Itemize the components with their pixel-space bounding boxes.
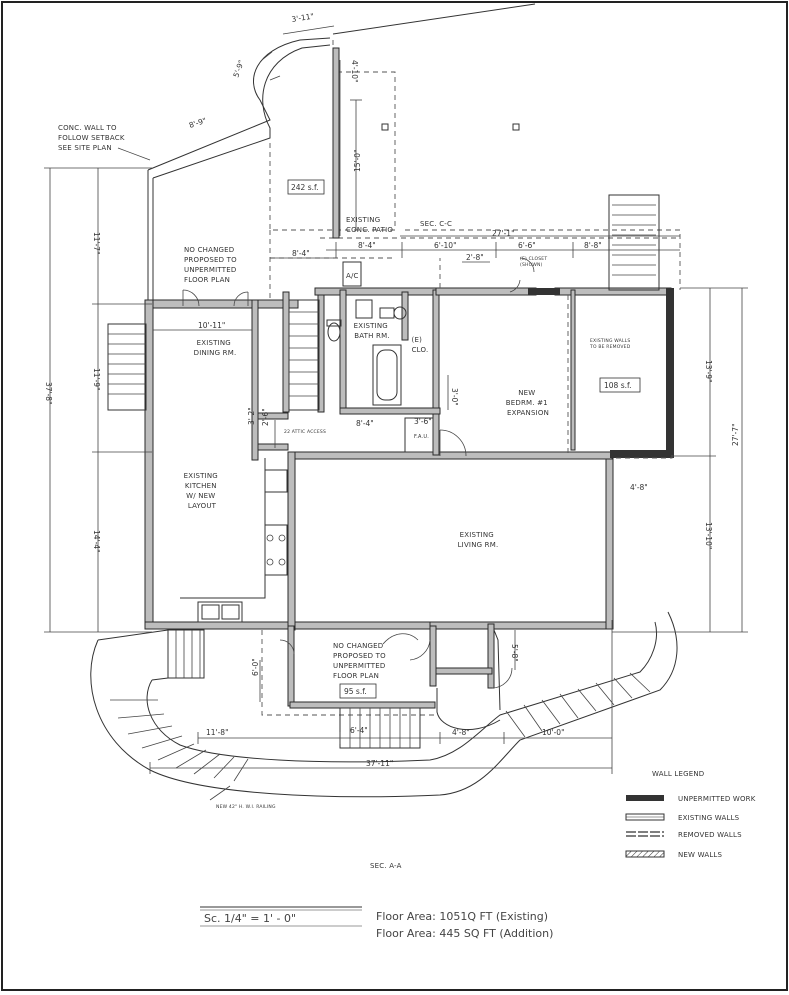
scale-label: Sc. 1/4" = 1' - 0" <box>204 912 296 925</box>
patio-area: 242 s.f. <box>291 183 318 192</box>
legend-existing: EXISTING WALLS <box>678 814 740 822</box>
dim-10-11: 10'-11" <box>198 321 225 330</box>
no-change-top-note: NO CHANGED PROPOSED TO UNPERMITTED FLOOR… <box>184 246 239 284</box>
dim-3-11: 3'-11" <box>291 12 315 24</box>
legend-swatch-unpermitted <box>626 795 664 801</box>
walls-removed-note: EXISTING WALLS TO BE REMOVED <box>589 338 632 350</box>
stairs-left <box>107 323 147 411</box>
living-room-label: EXISTING LIVING RM. <box>458 531 499 549</box>
closet-label: (E) CLO. <box>412 336 429 354</box>
dining-room-label: EXISTING DINING RM. <box>194 339 237 357</box>
conc-wall-leader <box>117 147 151 161</box>
wall-legend: WALL LEGEND UNPERMITTED WORK EXISTING WA… <box>625 770 756 859</box>
floor-area-existing: Floor Area: 1051Q FT (Existing) <box>376 910 548 923</box>
dim-6-0: 6'-0" <box>251 658 260 676</box>
bedroom-label: NEW BEDRM. #1 EXPANSION <box>506 389 551 417</box>
dim-14-4: 14'-4" <box>92 530 101 553</box>
attic-access-note: 22 ATTIC ACCESS <box>284 429 326 435</box>
dim-15-0: 15'-0" <box>353 149 362 172</box>
property-line <box>332 3 536 35</box>
dim-8-8: 8'-8" <box>584 241 602 250</box>
dim-4-8-right: 4'-8" <box>630 483 648 492</box>
bedroom-area-box <box>599 377 641 393</box>
dim-8-4-top: 8'-4" <box>292 249 310 258</box>
ac-label: A/C <box>346 272 359 280</box>
dim-4-8-bot: 4'-8" <box>452 728 470 737</box>
dim-6-6: 6'-6" <box>518 241 536 250</box>
dim-10-0: 10'-0" <box>542 728 565 737</box>
dim-8-9: 8'-9" <box>188 116 208 130</box>
kitchen-fixtures <box>180 458 288 623</box>
misc-fixtures <box>342 123 520 453</box>
bath-fixtures <box>326 299 407 406</box>
dim-11-7: 11'-7" <box>92 232 101 255</box>
no-change-bottom-leader <box>382 633 419 645</box>
conc-wall-note: CONC. WALL TO FOLLOW SETBACK SEE SITE PL… <box>58 124 127 152</box>
dim-8-4-mid: 8'-4" <box>356 419 374 428</box>
entry-area-box <box>339 683 377 699</box>
dim-3-2: 3'-2" <box>247 407 256 425</box>
patio-area-box <box>287 179 325 195</box>
dim-2-8: 2'-8" <box>466 253 484 262</box>
stairs-top-right <box>608 194 660 291</box>
doors <box>182 257 535 689</box>
dim-4-10: 4'-10" <box>350 60 359 83</box>
dim-2-6: 2'-6" <box>261 408 270 426</box>
legend-removed: REMOVED WALLS <box>678 831 742 839</box>
bedroom-area: 108 s.f. <box>604 381 631 390</box>
stairs-hall <box>288 299 320 411</box>
legend-title: WALL LEGEND <box>652 770 704 778</box>
dim-3-0: 3'-0" <box>450 388 459 406</box>
legend-new: NEW WALLS <box>678 851 723 859</box>
dim-6-4: 6'-4" <box>350 726 368 735</box>
curved-conc-wall <box>147 37 331 300</box>
entry-area: 95 s.f. <box>344 687 367 696</box>
curved-deck <box>90 611 678 801</box>
legend-unpermitted: UNPERMITTED WORK <box>678 795 756 803</box>
dim-37-8: 37'-8" <box>44 382 53 405</box>
bath-room-label: EXISTING BATH RM. <box>354 322 391 340</box>
legend-swatch-new <box>625 850 665 858</box>
section-a-a: SEC. A-A <box>370 862 402 870</box>
dim-27-7: 27'-7" <box>731 423 740 446</box>
dim-6-10: 6'-10" <box>434 241 457 250</box>
dim-27-1: 27'-1" <box>492 229 515 238</box>
section-c-c: SEC. C-C <box>420 220 452 228</box>
fau-label: F.A.U. <box>414 434 429 440</box>
no-change-bottom-note: NO CHANGED PROPOSED TO UNPERMITTED FLOOR… <box>333 642 388 680</box>
floor-area-addition: Floor Area: 445 SQ FT (Addition) <box>376 927 553 940</box>
dim-3-6: 3'-6" <box>414 417 432 426</box>
dimension-lines <box>44 25 748 774</box>
stairs-entry-left <box>167 629 205 679</box>
patio-label: EXISTING CONC. PATIO <box>346 216 393 234</box>
railing-note: NEW 42" H. W.I. RAILING <box>216 804 276 810</box>
dim-13-9: 13'-9" <box>704 360 713 383</box>
dim-13-10: 13'-10" <box>704 522 713 549</box>
dim-8-4b: 8'-4" <box>358 241 376 250</box>
patio-outline <box>261 40 681 716</box>
dim-11-8: 11'-8" <box>206 728 229 737</box>
dim-37-11: 37'-11" <box>366 759 393 768</box>
closet-removed-note: (E) CLOSET (SHOWN) <box>520 256 549 268</box>
dim-11-9: 11'-9" <box>92 368 101 391</box>
glass-wall <box>332 47 341 239</box>
stairs-entry <box>339 707 421 749</box>
title-block: Sc. 1/4" = 1' - 0" Floor Area: 1051Q FT … <box>200 906 553 940</box>
kitchen-label: EXISTING KITCHEN W/ NEW LAYOUT <box>184 472 221 510</box>
dim-5-9: 5'-9" <box>231 59 246 79</box>
dim-5-8: 5'-8" <box>510 644 519 662</box>
